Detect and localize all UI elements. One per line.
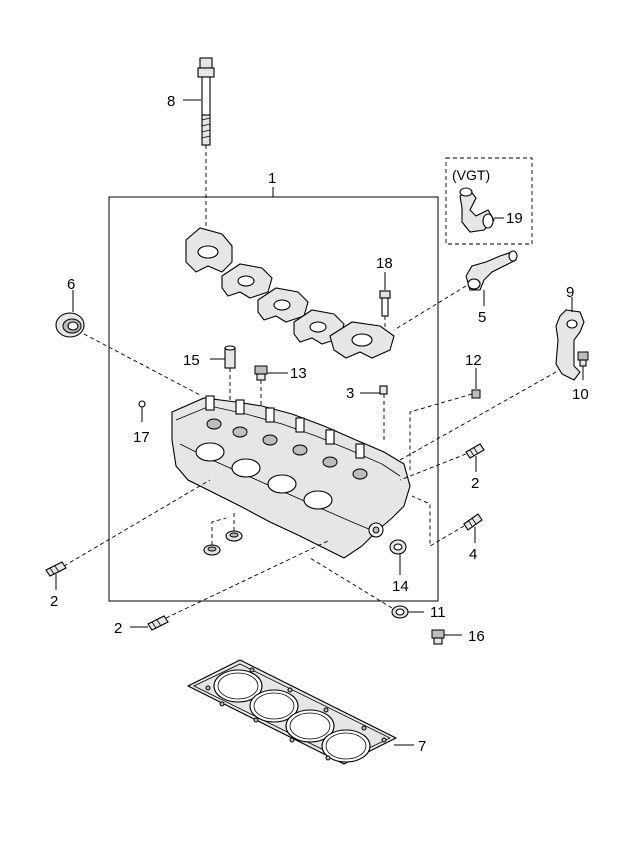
- fitting-5: [465, 250, 518, 291]
- callout-12: 12: [465, 352, 482, 369]
- ball-17: [138, 400, 146, 408]
- vgt-frame: [445, 157, 533, 245]
- sleeve-15: [224, 345, 236, 369]
- callout-9: 9: [566, 284, 574, 301]
- callout-16: 16: [468, 628, 485, 645]
- bearing-cap-2: [221, 263, 273, 299]
- plug-lower-a: [203, 544, 221, 556]
- vgt-label: (VGT): [452, 167, 490, 183]
- bolt-18: [379, 290, 391, 317]
- head-bolt-8: [197, 57, 215, 146]
- bearing-cap-3: [257, 287, 309, 323]
- bracket-9: [555, 309, 585, 381]
- ring-11: [391, 605, 409, 619]
- stud-4: [463, 513, 483, 531]
- callout-2-bottom: 2: [114, 620, 122, 637]
- callout-5: 5: [478, 309, 486, 326]
- head-gasket-7: [186, 659, 398, 765]
- callout-1: 1: [268, 170, 276, 187]
- cylinder-head-body: [171, 395, 411, 559]
- callout-3: 3: [346, 385, 354, 402]
- seal-ring-14: [389, 539, 407, 555]
- plug-13: [254, 365, 268, 381]
- callout-19: 19: [506, 210, 523, 227]
- callout-7: 7: [418, 738, 426, 755]
- callout-8: 8: [167, 93, 175, 110]
- pin-3: [379, 385, 388, 395]
- plug-16: [431, 629, 445, 645]
- stud-2-bottom: [147, 615, 169, 631]
- callout-15: 15: [183, 352, 200, 369]
- callout-11: 11: [430, 604, 446, 621]
- callout-13: 13: [290, 365, 307, 382]
- callout-2-right: 2: [471, 475, 479, 492]
- nut-10: [577, 351, 589, 367]
- plug-12: [471, 389, 481, 399]
- callout-4: 4: [469, 546, 477, 563]
- oil-seal-6: [55, 312, 85, 338]
- bearing-cap-front: [185, 227, 233, 273]
- callout-2-left: 2: [50, 593, 58, 610]
- callout-18: 18: [376, 255, 393, 272]
- callout-6: 6: [67, 276, 75, 293]
- callout-14: 14: [392, 578, 409, 595]
- callout-17: 17: [133, 429, 150, 446]
- stud-2-left: [45, 561, 67, 577]
- plug-lower-b: [225, 530, 243, 542]
- stud-2-right: [465, 443, 485, 459]
- callout-10: 10: [572, 386, 589, 403]
- vgt-fitting-19: [459, 187, 495, 233]
- bearing-cap-rear: [329, 321, 395, 359]
